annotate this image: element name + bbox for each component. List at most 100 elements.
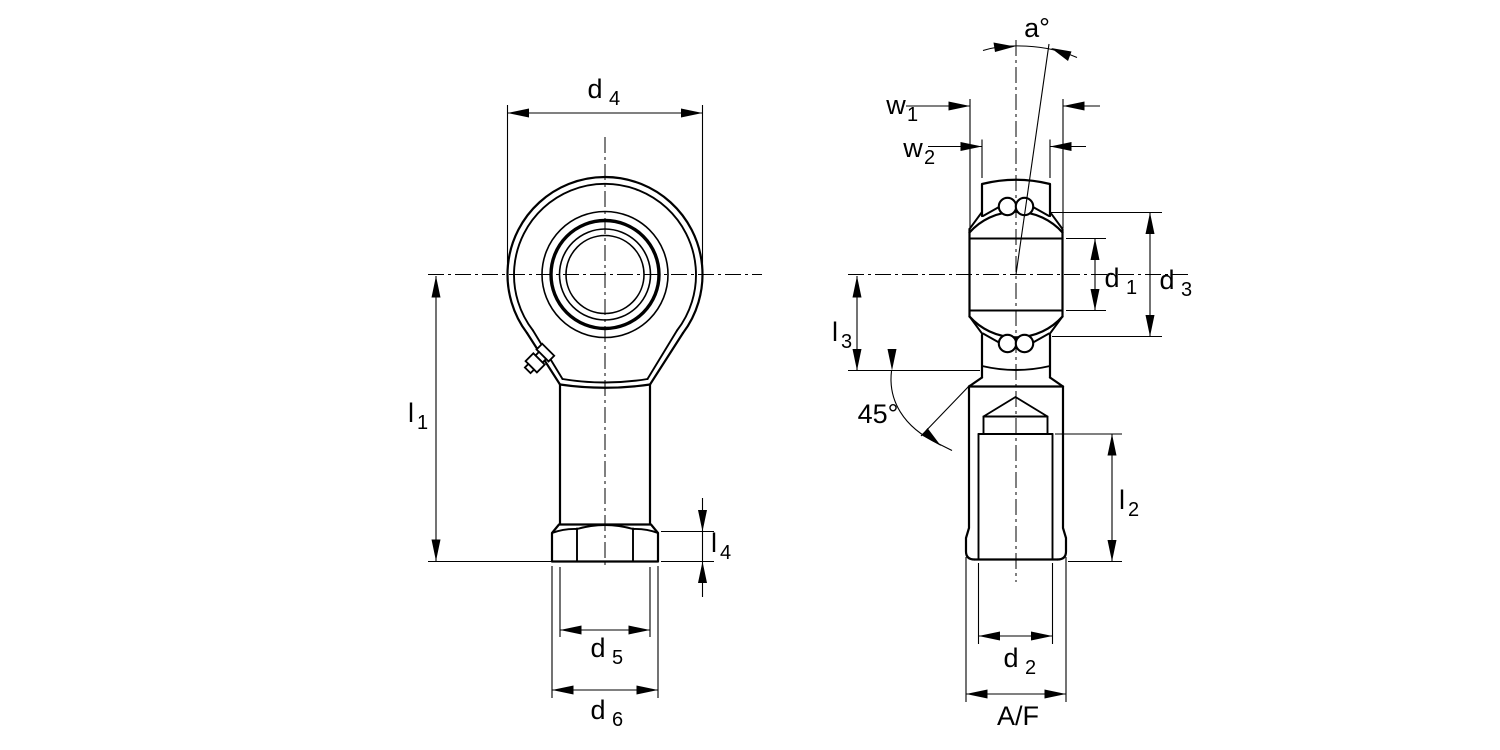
label-af: A/F [997,701,1039,731]
bottom-race-inner-slants [982,332,1050,344]
label-d6-main: d [590,695,605,725]
d3-arrowhead-bottom [1145,315,1155,337]
d2-arrowhead-right [1031,631,1053,641]
label-d3-main: d [1159,265,1174,295]
sphere-bottom-arc [968,315,1064,339]
a-angle-arrowhead-left [993,42,1015,52]
d3-arrowhead-top [1145,212,1155,234]
bottom-race-outer-slants [968,315,1064,335]
dimension-l1 [428,276,551,563]
d2-arrowhead-left [978,631,1000,641]
label-w2-sub: 2 [924,147,935,169]
hex-front-chamfer-arc [576,524,634,530]
grease-nipple-tip [523,362,536,375]
hex-left-chamfer-arc [551,528,578,534]
label-d4-sub: 4 [609,88,620,110]
bearing-ball-bottom-right [1014,333,1035,354]
front-view [428,105,762,698]
dimension-d3 [1049,211,1162,338]
label-l4-main: l [711,528,717,558]
w2-extension-lines [981,139,1051,178]
l4-arrowhead-bottom [698,561,707,583]
label-d3-sub: 3 [1181,279,1192,301]
label-l2-main: l [1119,485,1125,515]
body-right-edge [1056,385,1068,561]
label-l3-sub: 3 [841,331,852,353]
label-l1-sub: 1 [417,412,428,434]
w1-arrowhead-left [948,101,970,111]
dimension-a-angle [982,42,1078,61]
grease-nipple [523,342,556,375]
head-inner-profile [513,182,697,332]
dimension-d4 [506,105,704,270]
neck-arc-inner [561,378,649,384]
side-view [848,40,1190,702]
body-left-edge [964,385,976,561]
l3-arrowhead-bottom [852,349,862,371]
l1-arrowhead-bottom [431,539,441,561]
w1-extension-lines [969,99,1064,228]
a-angle-arrowhead-right [1051,48,1072,61]
label-d1-sub: 1 [1126,277,1137,299]
inner-ring-top-face [980,178,1052,218]
head-outer-profile [506,175,704,335]
label-w2-main: w [902,133,923,163]
chamfer-reference-line [920,384,971,437]
w1-arrowhead-right [1063,101,1085,111]
tilt-axis-line [1015,43,1050,275]
label-l4-sub: 4 [720,542,731,564]
head-right-taper [648,331,685,386]
top-race-outer-slants [968,211,1064,230]
l4-arrowhead-top [698,510,707,532]
top-race-inner-slants [982,206,1050,217]
label-d2-main: d [1003,643,1018,673]
bearing-ball-bottom-left [997,333,1018,354]
sphere-top-arc [968,210,1064,234]
d4-arrowhead-left [507,108,529,118]
dimension-l3 [848,276,980,372]
race-outer-circle [541,210,669,339]
housing-side-edges [968,227,1064,318]
chamfer-arrowhead-top [887,349,897,371]
label-45deg: 45° [858,399,899,429]
d1-extension-lines [1066,237,1106,312]
neck-arc-outer [558,383,652,389]
dimension-d5 [559,567,651,637]
label-l1-main: l [408,398,414,428]
hex-facet-lines [576,527,634,563]
d6-arrowhead-right [636,685,658,695]
d1-arrowhead-bottom [1090,289,1100,311]
dimension-d6 [551,566,659,698]
dimension-l2 [1055,433,1122,563]
l1-arrowhead-top [431,276,441,298]
d2-extension-lines [977,563,1054,644]
neck-chamfers [967,376,1065,388]
label-w1-sub: 1 [907,104,918,126]
af-arrowhead-right [1044,689,1066,699]
af-extension-lines [965,557,1067,702]
neck-side-edges [980,333,1052,379]
l4-extension-lines [661,530,714,563]
d6-extension-lines [551,566,659,698]
dimension-d1 [1066,237,1106,312]
dimension-d2 [977,563,1054,644]
d5-extension-lines [559,567,651,637]
d6-arrowhead-left [552,685,574,695]
d4-arrowhead-right [681,108,703,118]
bearing-ball-top-left [997,196,1018,217]
d4-extension-lines [506,105,704,270]
w2-arrowhead-right [1050,142,1072,151]
bore-silhouette-lines [968,237,1064,312]
inner-ring-bottom-face [981,365,1051,371]
bore-chamfer-circle [558,228,652,321]
chamfer-arc-tail [937,443,953,451]
l2-extension-lines [1055,433,1122,563]
pilot-hole-edges [982,415,1049,435]
dimension-af [965,557,1067,702]
dimension-l4 [661,498,714,597]
bore-circle [565,234,645,315]
label-d5-sub: 5 [612,647,623,669]
label-d5-main: d [590,633,605,663]
